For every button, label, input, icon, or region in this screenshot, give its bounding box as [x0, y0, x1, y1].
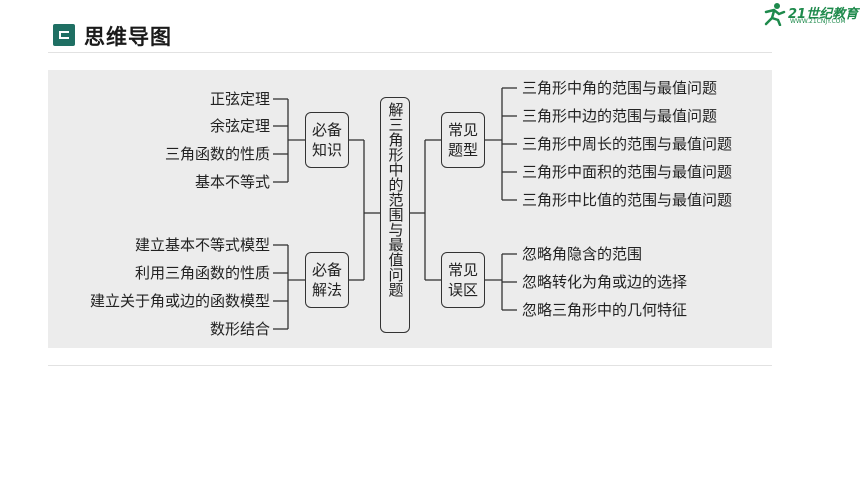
box-common-types: 常见 题型 — [441, 112, 485, 168]
right-item-conversion-choice: 忽略转化为角或边的选择 — [522, 273, 688, 291]
right-item-area-range: 三角形中面积的范围与最值问题 — [522, 163, 733, 181]
right-item-ratio-range: 三角形中比值的范围与最值问题 — [522, 191, 733, 209]
footer-divider — [48, 365, 772, 366]
box-line: 解法 — [311, 281, 342, 299]
section-marker-icon — [53, 24, 75, 46]
right-item-side-range: 三角形中边的范围与最值问题 — [522, 107, 718, 125]
left-item-function-model: 建立关于角或边的函数模型 — [89, 292, 270, 310]
box-line: 常见 — [447, 121, 478, 139]
header-divider — [48, 52, 772, 53]
page-title: 思维导图 — [84, 25, 172, 49]
left-item-sine-law: 正弦定理 — [209, 90, 270, 108]
logo-text: 21世纪教育 — [788, 7, 859, 22]
right-item-geometric-features: 忽略三角形中的几何特征 — [522, 301, 688, 319]
right-item-hidden-angle-range: 忽略角隐含的范围 — [522, 245, 643, 263]
right-item-perimeter-range: 三角形中周长的范围与最值问题 — [522, 135, 733, 153]
box-line: 必备 — [311, 121, 342, 139]
box-essential-methods: 必备 解法 — [305, 252, 349, 308]
left-item-number-shape: 数形结合 — [209, 320, 270, 338]
left-item-inequality-model: 建立基本不等式模型 — [134, 236, 270, 254]
left-item-use-trig: 利用三角函数的性质 — [134, 264, 270, 282]
box-line: 常见 — [447, 261, 478, 279]
box-common-mistakes: 常见 误区 — [441, 252, 485, 308]
left-item-cosine-law: 余弦定理 — [209, 117, 270, 135]
box-line: 必备 — [311, 261, 342, 279]
left-item-basic-inequality: 基本不等式 — [194, 173, 270, 191]
mind-map-panel — [48, 70, 772, 348]
left-item-trig-properties: 三角函数的性质 — [164, 145, 270, 163]
right-item-angle-range: 三角形中角的范围与最值问题 — [522, 79, 718, 97]
center-topic: 解三角形中的范围与最值问题 — [380, 97, 410, 333]
logo-subtext: WWW.21CNJY.COM — [790, 18, 846, 25]
brand-logo: 21世纪教育 WWW.21CNJY.COM — [760, 0, 860, 28]
page-header: 思维导图 21世纪教育 WWW.21CNJY.COM — [0, 0, 860, 60]
box-line: 误区 — [447, 281, 478, 299]
box-essential-knowledge: 必备 知识 — [305, 112, 349, 168]
box-line: 知识 — [311, 141, 342, 159]
runner-logo-icon — [764, 3, 786, 26]
box-line: 题型 — [447, 141, 478, 159]
